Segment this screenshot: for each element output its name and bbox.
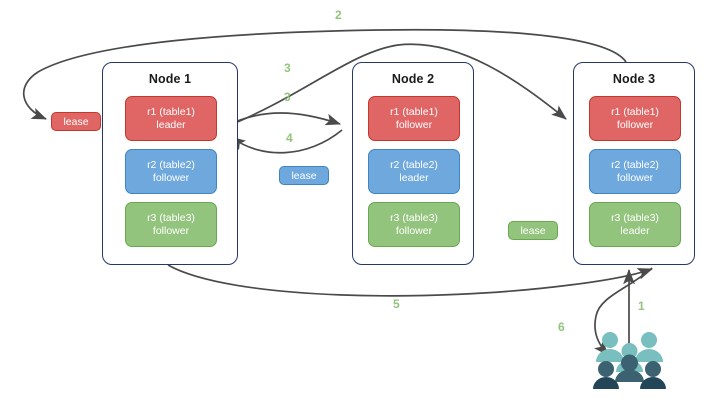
- node-2-replica-r3-name: r3 (table3): [390, 211, 438, 224]
- node-2-replica-r1-role: follower: [395, 118, 433, 131]
- node-2-replica-r3[interactable]: r3 (table3) follower: [368, 202, 460, 247]
- lease-badge-r1[interactable]: lease: [51, 112, 101, 131]
- node-2-replica-r2[interactable]: r2 (table2) leader: [368, 149, 460, 194]
- node-1-replica-r3-role: follower: [152, 224, 190, 237]
- edge-label-6: 6: [558, 320, 565, 334]
- node-1-replica-r3[interactable]: r3 (table3) follower: [125, 202, 217, 247]
- node-1-replica-r3-name: r3 (table3): [147, 211, 195, 224]
- edge-label-4: 4: [286, 131, 293, 145]
- node-2-box[interactable]: Node 2 r1 (table1) follower r2 (table2) …: [352, 62, 474, 265]
- users-group-icon: [593, 332, 666, 389]
- node-1-replica-r2-role: follower: [152, 171, 190, 184]
- node-3-box[interactable]: Node 3 r1 (table1) follower r2 (table2) …: [573, 62, 695, 265]
- edge-3b-path: [225, 112, 341, 127]
- node-1-replica-r1-role: leader: [156, 118, 186, 131]
- node-2-title: Node 2: [391, 72, 435, 86]
- edge-label-1: 1: [638, 299, 645, 313]
- node-1-box[interactable]: Node 1 r1 (table1) leader r2 (table2) fo…: [102, 62, 238, 265]
- edge-label-2: 2: [335, 8, 342, 22]
- node-2-replica-r1[interactable]: r1 (table1) follower: [368, 96, 460, 141]
- edge-label-3b: 3: [284, 90, 291, 104]
- lease-badge-r2[interactable]: lease: [279, 166, 329, 185]
- node-2-replica-r1-name: r1 (table1): [390, 105, 438, 118]
- node-2-replica-r3-role: follower: [395, 224, 433, 237]
- node-3-replica-r2[interactable]: r2 (table2) follower: [589, 149, 681, 194]
- node-2-replica-r2-name: r2 (table2): [390, 158, 438, 171]
- node-3-title: Node 3: [612, 72, 656, 86]
- edge-5-path: [167, 264, 653, 297]
- node-2-replica-r2-role: leader: [399, 171, 429, 184]
- edge-label-5: 5: [393, 297, 400, 311]
- edge-label-3a: 3: [284, 61, 291, 75]
- node-1-replica-r2-name: r2 (table2): [147, 158, 195, 171]
- node-1-replica-r2[interactable]: r2 (table2) follower: [125, 149, 217, 194]
- node-1-replica-r1-name: r1 (table1): [147, 105, 195, 118]
- node-3-replica-r3[interactable]: r3 (table3) leader: [589, 202, 681, 247]
- node-3-replica-r1-name: r1 (table1): [611, 105, 659, 118]
- node-3-replica-r3-role: leader: [620, 224, 650, 237]
- node-1-replica-r1[interactable]: r1 (table1) leader: [125, 96, 217, 141]
- node-3-replica-r2-role: follower: [616, 171, 654, 184]
- lease-badge-r3[interactable]: lease: [508, 221, 558, 240]
- node-3-replica-r1-role: follower: [616, 118, 654, 131]
- node-1-title: Node 1: [148, 72, 192, 86]
- node-3-replica-r2-name: r2 (table2): [611, 158, 659, 171]
- node-3-replica-r1[interactable]: r1 (table1) follower: [589, 96, 681, 141]
- node-3-replica-r3-name: r3 (table3): [611, 211, 659, 224]
